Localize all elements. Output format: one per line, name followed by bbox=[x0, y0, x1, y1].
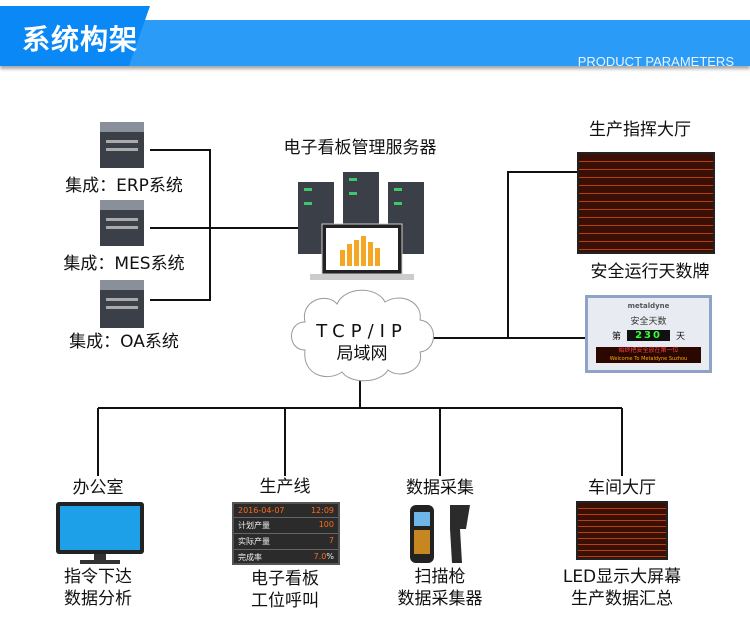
server-label: 电子看板管理服务器 bbox=[283, 138, 437, 158]
bottom-item-title: 生产线 bbox=[259, 477, 311, 497]
led-board-icon bbox=[576, 501, 668, 560]
bottom-item-title: 数据采集 bbox=[406, 478, 474, 498]
server-icon bbox=[100, 122, 144, 168]
days-count: 230 bbox=[627, 330, 670, 341]
bottom-item-desc: 电子看板工位呼叫 bbox=[251, 568, 319, 612]
board-time: 12:09 bbox=[310, 506, 334, 515]
row-value: 100 bbox=[318, 520, 334, 529]
row-label: 实际产量 bbox=[238, 537, 270, 546]
right-item-label: 生产指挥大厅 bbox=[589, 120, 691, 140]
desc-line: 数据采集器 bbox=[397, 589, 483, 609]
bottom-item-desc: 指令下达数据分析 bbox=[64, 566, 132, 610]
scanner-icon bbox=[410, 505, 470, 563]
row-label: 计划产量 bbox=[238, 521, 270, 530]
production-board-icon: 2016-04-07 12:09 计划产量 100 实际产量 7 完成率 7.0% bbox=[232, 502, 340, 565]
safety-banner-en: Welcome To Metaldyne Suzhou bbox=[609, 356, 688, 362]
days-suffix: 天 bbox=[675, 332, 685, 342]
days-prefix: 第 bbox=[612, 332, 622, 342]
server-icon bbox=[100, 200, 144, 246]
left-item-label: 集成：ERP系统 bbox=[65, 176, 183, 196]
bottom-item-title: 办公室 bbox=[72, 478, 124, 498]
desc-line: 扫描枪 bbox=[414, 567, 466, 587]
row-value: 7 bbox=[328, 536, 334, 545]
header-tab bbox=[0, 6, 150, 66]
safety-banner: 始终把安全放在第一位 bbox=[618, 347, 679, 354]
desc-line: 电子看板 bbox=[251, 569, 319, 589]
row-label: 完成率 bbox=[238, 553, 262, 562]
network-protocol: TCP/IP bbox=[316, 321, 408, 342]
desc-line: 指令下达 bbox=[64, 567, 132, 587]
server-cluster-icon bbox=[298, 172, 424, 280]
monitor-icon bbox=[56, 502, 144, 564]
bottom-item-desc: 扫描枪数据采集器 bbox=[398, 566, 483, 610]
network-label: 局域网 bbox=[336, 344, 388, 364]
led-board-icon bbox=[577, 152, 715, 254]
board-title: 安全天数 bbox=[630, 317, 667, 327]
desc-line: 数据分析 bbox=[64, 589, 132, 609]
bottom-item-title: 车间大厅 bbox=[588, 478, 656, 498]
server-icon bbox=[100, 280, 144, 328]
cloud-icon bbox=[291, 289, 434, 382]
left-item-label: 集成：MES系统 bbox=[63, 254, 185, 274]
desc-line: LED显示大屏幕 bbox=[562, 567, 682, 587]
left-item-label: 集成：OA系统 bbox=[69, 332, 179, 352]
row-value: 7.0 bbox=[313, 552, 327, 561]
page-title: 系统构架 bbox=[22, 23, 139, 56]
header-subtitle: PRODUCT PARAMETERS bbox=[577, 54, 734, 69]
desc-line: 工位呼叫 bbox=[251, 591, 319, 611]
bottom-item-desc: LED显示大屏幕生产数据汇总 bbox=[563, 566, 681, 610]
desc-line: 生产数据汇总 bbox=[571, 589, 673, 609]
right-item-label: 安全运行天数牌 bbox=[590, 262, 710, 282]
safety-days-board-icon: metaldyne 安全天数 第 230 天 始终把安全放在第一位 Welcom… bbox=[585, 295, 712, 373]
board-date: 2016-04-07 bbox=[238, 506, 285, 515]
brand-logo: metaldyne bbox=[627, 302, 670, 310]
row-unit: % bbox=[326, 552, 334, 561]
